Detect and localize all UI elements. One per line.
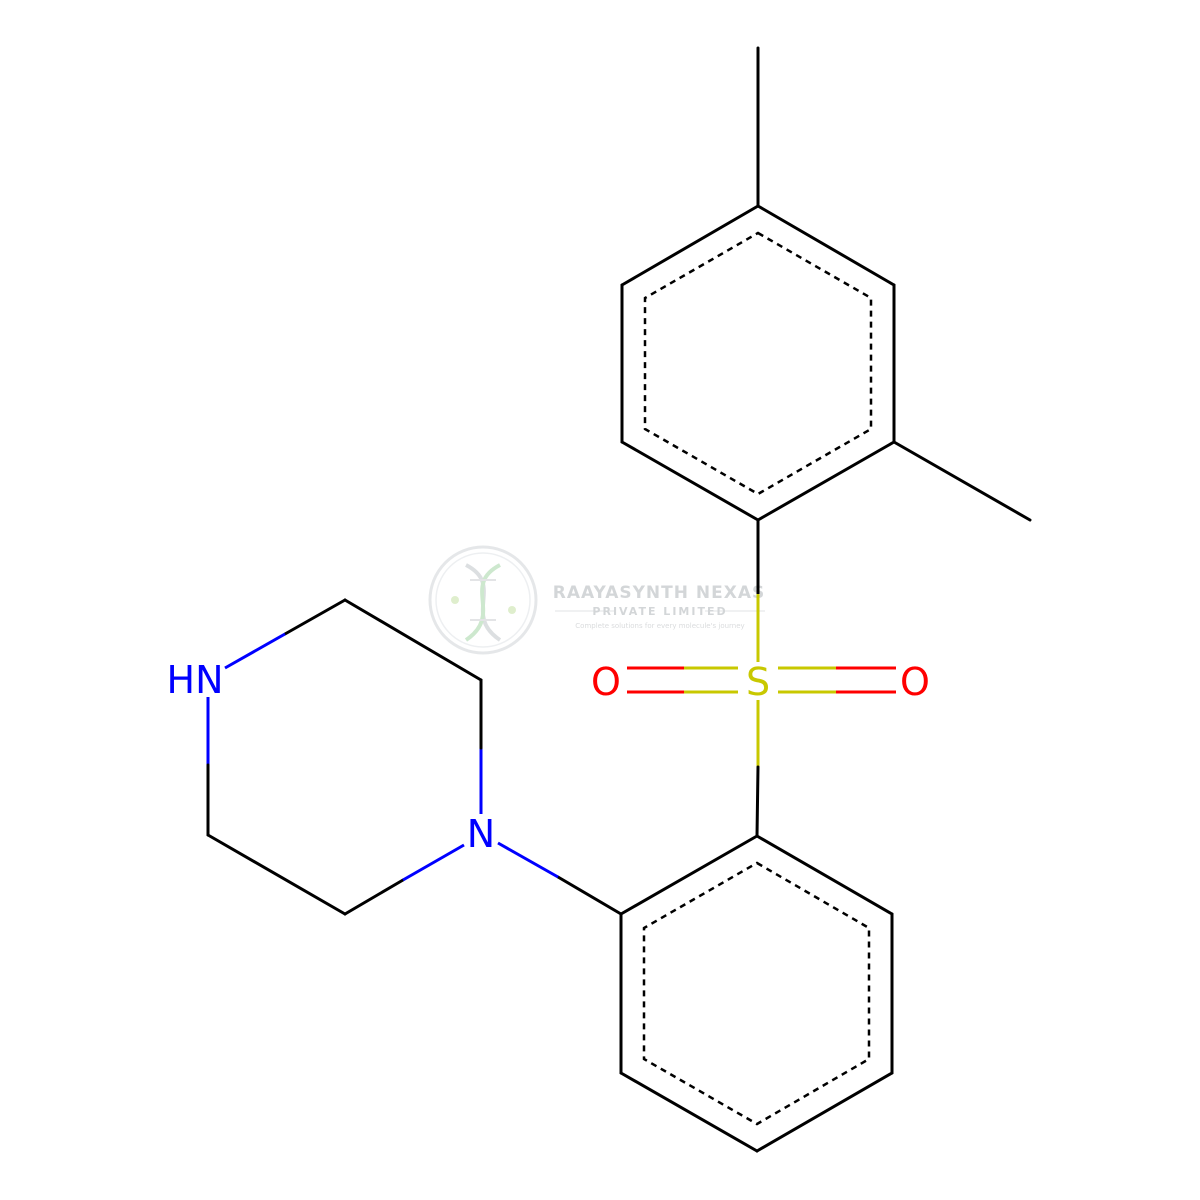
- sulfonyl-group: [627, 518, 896, 838]
- watermark-tagline: Complete solutions for every molecule's …: [575, 622, 744, 630]
- aryl-nitrogen-bond: [497, 841, 623, 916]
- sulfur-atom-label: S: [746, 660, 770, 704]
- phenyl-ring: [619, 834, 894, 1153]
- watermark-company: RAAYASYNTH NEXAS: [553, 583, 766, 603]
- watermark-subtitle: PRIVATE LIMITED: [592, 605, 727, 618]
- oxygen-atom-right-label: O: [900, 660, 930, 704]
- watermark: RAAYASYNTH NEXAS PRIVATE LIMITED Complet…: [428, 545, 766, 655]
- oxygen-atom-left-label: O: [591, 660, 621, 704]
- ortho-methyl-bond: [892, 440, 1032, 522]
- nitrogen-atom-label: N: [467, 812, 495, 856]
- dimethylphenyl-ring: [620, 204, 896, 522]
- nh-atom-label: HN: [167, 658, 224, 702]
- watermark-logo-icon: [428, 545, 538, 655]
- piperazine-ring: [206, 598, 483, 916]
